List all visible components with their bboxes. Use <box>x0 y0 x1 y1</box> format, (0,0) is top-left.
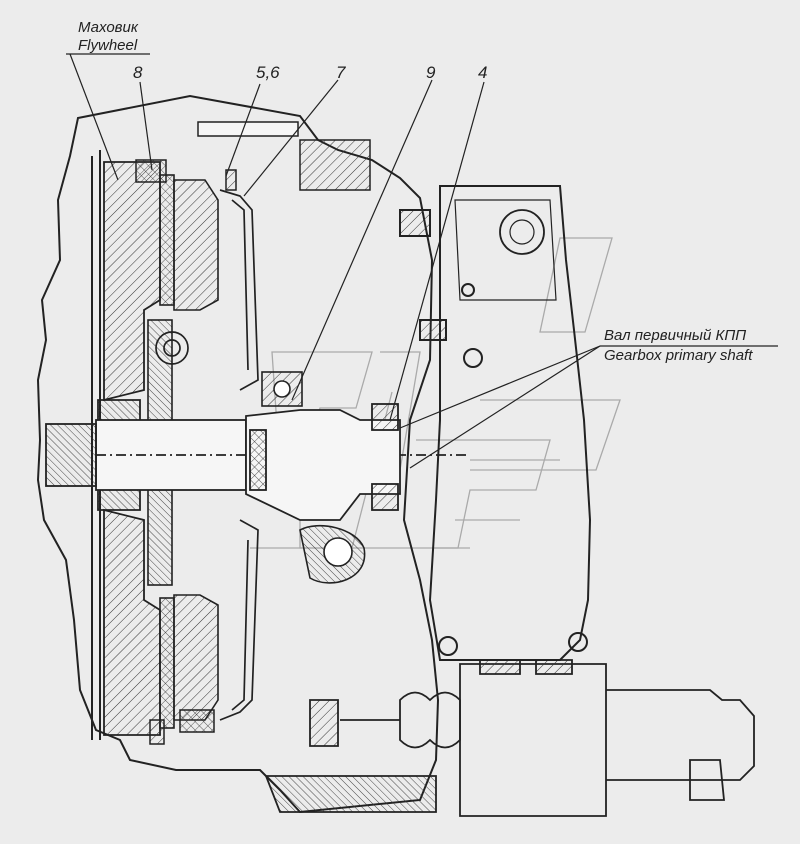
gearbox-housing <box>399 185 592 661</box>
leader-8 <box>139 81 153 171</box>
part-number-8: 8 <box>133 63 143 82</box>
primary-shaft <box>45 403 470 521</box>
leader-5-6 <box>225 83 261 177</box>
shaft-label-ru: Вал первичный КПП <box>604 327 747 344</box>
leader-4 <box>389 81 485 421</box>
part-number-9: 9 <box>426 63 436 82</box>
flywheel-label-en: Flywheel <box>78 37 138 54</box>
part-number-7: 7 <box>336 63 346 82</box>
shaft-leader-2 <box>409 345 601 469</box>
release-bearing <box>261 371 366 584</box>
leader-7 <box>243 79 339 197</box>
flywheel-leader <box>69 53 119 181</box>
part-number-5-6: 5,6 <box>256 63 280 82</box>
shaft-label-en: Gearbox primary shaft <box>604 347 753 364</box>
slave-cylinder <box>264 659 755 817</box>
clutch-disc <box>147 174 219 729</box>
diaphragm-spring <box>155 189 259 721</box>
leader-lines <box>66 53 778 469</box>
flywheel-label-ru: Маховик <box>78 19 138 36</box>
mounting-bolts <box>135 121 371 745</box>
leader-9 <box>291 79 433 401</box>
shaft-leader-1 <box>399 345 601 429</box>
part-number-4: 4 <box>478 63 488 82</box>
